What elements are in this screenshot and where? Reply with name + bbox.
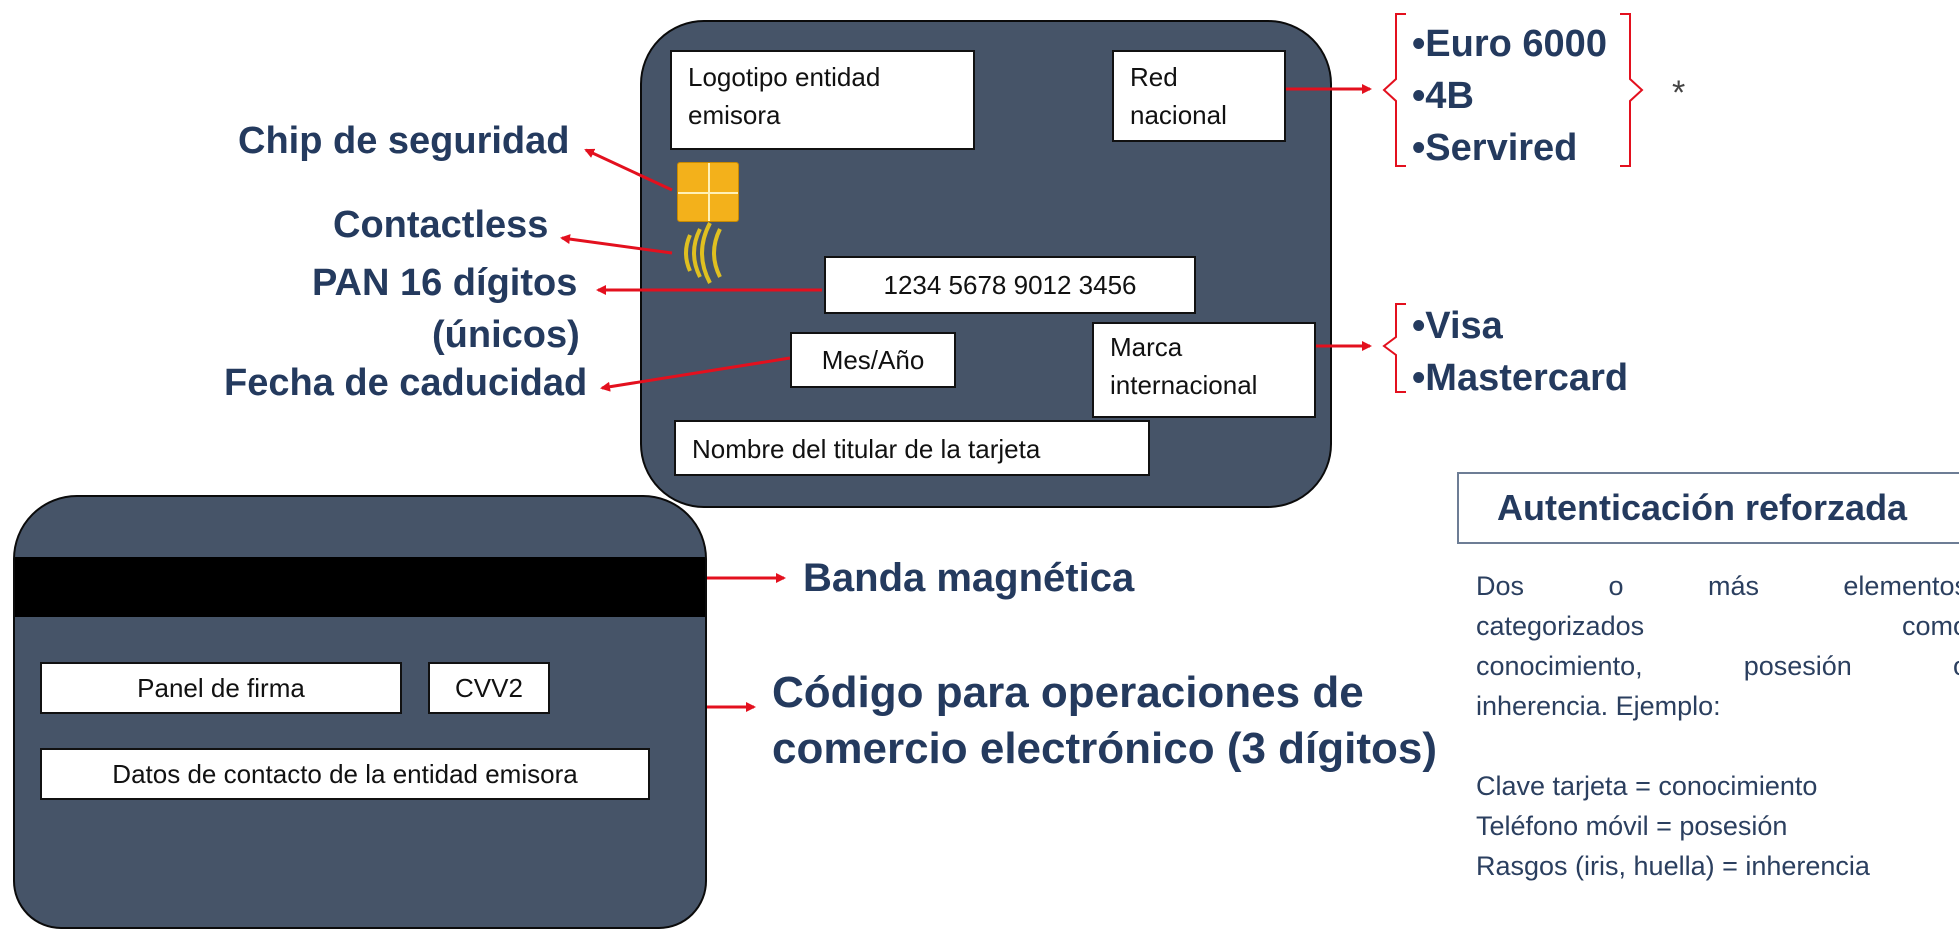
cvv-box: CVV2 xyxy=(428,662,550,714)
auth-desc-line: Dos o más elementos xyxy=(1476,571,1959,601)
brace-networks-right xyxy=(1620,13,1644,167)
brand-item: •Mastercard xyxy=(1412,357,1629,399)
auth-desc-line: inherencia. Ejemplo: xyxy=(1476,691,1721,721)
brand-item: •Visa xyxy=(1412,305,1503,347)
brand-box: Marca internacional xyxy=(1092,322,1316,418)
contact-box: Datos de contacto de la entidad emisora xyxy=(40,748,650,800)
pan-box: 1234 5678 9012 3456 xyxy=(824,256,1196,314)
chip-label: Chip de seguridad xyxy=(238,120,570,162)
expiry-box: Mes/Año xyxy=(790,332,956,388)
international-brands-list: •Visa •Mastercard xyxy=(1412,300,1628,404)
arrow-chip xyxy=(584,148,673,192)
auth-description: Dos o más elementos categorizados como c… xyxy=(1476,566,1959,726)
stripe-label: Banda magnética xyxy=(803,556,1135,600)
auth-desc-line: conocimiento, posesión o xyxy=(1476,651,1959,681)
cvv-label-line2: comercio electrónico (3 dígitos) xyxy=(772,724,1438,773)
auth-example-item: Teléfono móvil = posesión xyxy=(1476,811,1788,841)
auth-title: Autenticación reforzada xyxy=(1457,472,1959,544)
brace-networks-left xyxy=(1382,13,1406,167)
chip-icon xyxy=(677,162,739,222)
asterisk-note: * xyxy=(1672,74,1686,112)
network-item: •Euro 6000 xyxy=(1412,23,1607,65)
expiry-label: Fecha de caducidad xyxy=(224,362,588,404)
national-networks-list: •Euro 6000 •4B •Servired xyxy=(1412,18,1607,174)
pan-label-line1: PAN 16 dígitos xyxy=(312,262,578,304)
network-box: Red nacional xyxy=(1112,50,1286,142)
contactless-icon xyxy=(684,222,722,284)
contactless-label: Contactless xyxy=(333,204,549,246)
arrow-expiry xyxy=(600,356,791,392)
auth-example-item: Clave tarjeta = conocimiento xyxy=(1476,771,1818,801)
brace-brands-left xyxy=(1382,303,1406,393)
cvv-label-line1: Código para operaciones de xyxy=(772,668,1364,717)
network-item: •4B xyxy=(1412,75,1474,117)
network-item: •Servired xyxy=(1412,127,1578,169)
signature-panel-box: Panel de firma xyxy=(40,662,402,714)
auth-panel: Dos o más elementos categorizados como c… xyxy=(1476,566,1959,886)
auth-examples: Clave tarjeta = conocimiento Teléfono mó… xyxy=(1476,766,1959,886)
logo-box: Logotipo entidad emisora xyxy=(670,50,975,150)
auth-example-item: Rasgos (iris, huella) = inherencia xyxy=(1476,851,1870,881)
auth-desc-line: categorizados como xyxy=(1476,611,1959,641)
arrow-contactless xyxy=(560,234,673,255)
magnetic-stripe xyxy=(15,557,705,617)
holder-box: Nombre del titular de la tarjeta xyxy=(674,420,1150,476)
pan-label-line2: (únicos) xyxy=(432,314,580,356)
